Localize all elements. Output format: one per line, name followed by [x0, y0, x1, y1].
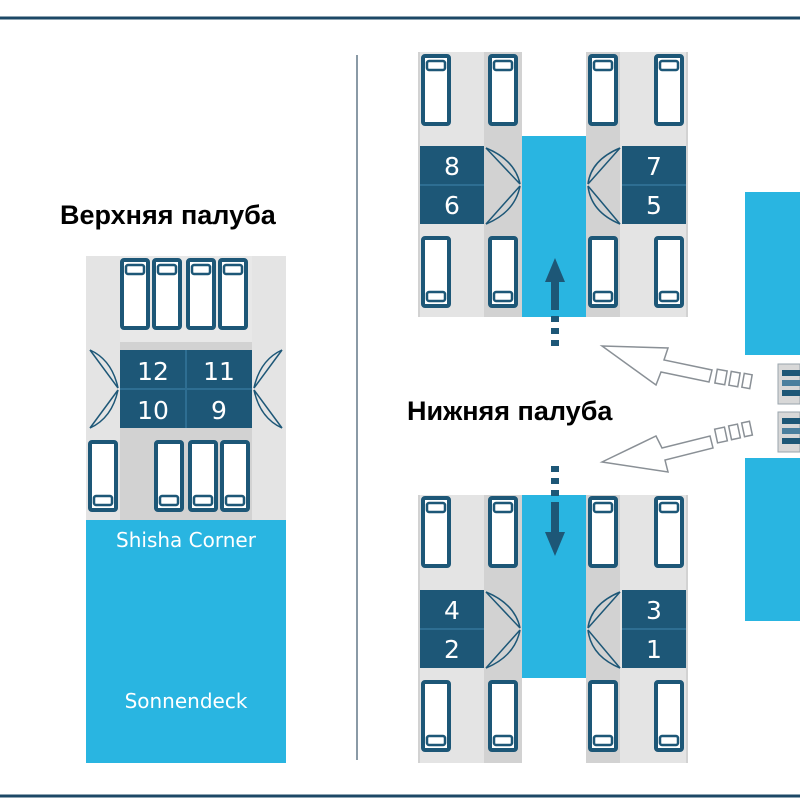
arrow-up-icon: [545, 258, 565, 346]
cabin-8: 8: [444, 152, 460, 181]
bed-icon: [88, 440, 250, 512]
right-hall-bottom: [745, 458, 800, 621]
door-icon: [485, 591, 621, 669]
sundeck-label: Sonnendeck: [125, 689, 248, 713]
cabin-2: 2: [444, 635, 460, 664]
cabin-10: 10: [137, 396, 169, 425]
shisha-corner-label: Shisha Corner: [116, 528, 257, 552]
upper-deck-title: Верхняя палуба: [60, 200, 277, 230]
cabin-3: 3: [646, 596, 662, 625]
cabin-7: 7: [646, 152, 662, 181]
lower-deck-bottom-block: 4 2 3 1: [418, 466, 688, 763]
entry-arrow-icon: [599, 420, 754, 473]
stairs-icon: [777, 363, 800, 453]
cabin-11: 11: [203, 357, 235, 386]
cabin-6: 6: [444, 191, 460, 220]
cabin-9: 9: [211, 396, 227, 425]
lower-deck-title: Нижняя палуба: [407, 396, 613, 426]
upper-deck-plan: 12 11 10 9 Shisha Corner Sonnendeck: [86, 256, 286, 763]
cabin-1: 1: [646, 635, 662, 664]
entry-arrow-icon: [599, 345, 754, 390]
arrow-down-icon: [545, 466, 565, 556]
lower-deck-top-block: 8 6 7 5: [418, 52, 688, 346]
cabin-12: 12: [137, 357, 169, 386]
door-icon: [485, 147, 621, 225]
cabin-5: 5: [646, 191, 662, 220]
right-hall-top: [745, 192, 800, 355]
sundeck-area: [86, 520, 286, 763]
cabin-4: 4: [444, 596, 460, 625]
door-icon: [89, 349, 283, 429]
